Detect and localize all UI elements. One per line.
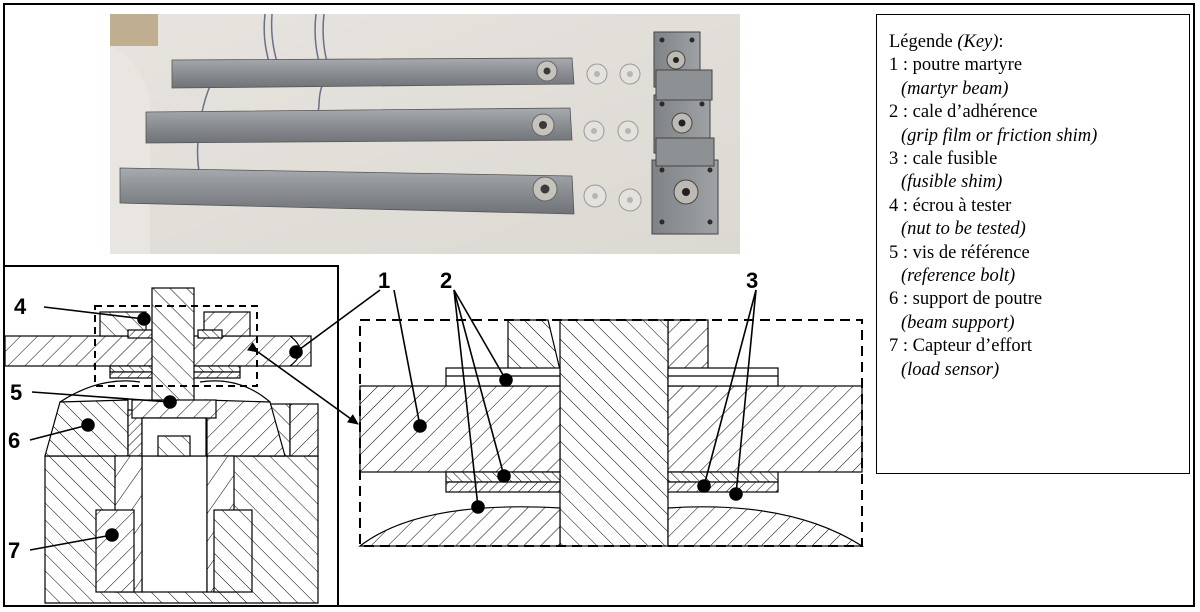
legend-title-en: (Key) — [957, 32, 999, 52]
callout-6: 6 — [8, 428, 20, 453]
legend-item-2-en: (grip film or friction shim) — [901, 125, 1098, 146]
detail-beam-left — [359, 385, 561, 473]
callout-3: 3 — [746, 268, 758, 293]
legend-item-5-fr: 5 : vis de référence — [889, 242, 1030, 263]
callout-7: 7 — [8, 538, 20, 563]
detail-grip-shim-right — [667, 471, 779, 483]
photo-beam-3 — [119, 167, 575, 215]
callout-4: 4 — [14, 294, 27, 319]
photo-box-corner — [110, 14, 158, 46]
legend-item-3-en: (fusible shim) — [901, 172, 1003, 193]
callout-2: 2 — [440, 268, 452, 293]
legend-item-6-en: (beam support) — [901, 312, 1015, 333]
callout-1: 1 — [378, 268, 390, 293]
specimen-photo — [110, 13, 740, 254]
detail-fusible-shim-left — [445, 481, 561, 493]
callout-5: 5 — [10, 380, 22, 405]
legend-item-4-fr: 4 : écrou à tester — [889, 195, 1012, 216]
load-sensor-left — [95, 509, 135, 593]
assembly-cross-section — [4, 265, 339, 606]
callout-leaders — [29, 289, 757, 551]
detail-view — [358, 319, 865, 547]
detail-fusible-shim-right — [667, 481, 779, 493]
legend-item-6-fr: 6 : support de poutre — [889, 289, 1043, 310]
legend-title-fr: Légende — [889, 32, 958, 52]
legend-item-3-fr: 3 : cale fusible — [889, 149, 998, 170]
legend-item-7-en: (load sensor) — [901, 359, 1000, 380]
legend-item-1-en: (martyr beam) — [901, 78, 1009, 99]
detail-frame — [359, 319, 863, 547]
legend-title-colon: : — [998, 32, 1004, 52]
photo-beam-2 — [145, 107, 573, 144]
photo-beam-1 — [171, 57, 575, 89]
figure-frame — [3, 3, 1195, 607]
legend-item-1-fr: 1 : poutre martyre — [889, 55, 1023, 76]
section-panel-border — [5, 265, 339, 606]
legend-title: Légende (Key): — [889, 31, 1177, 54]
legend-item-4-en: (nut to be tested) — [901, 219, 1026, 240]
legend-box: Légende (Key): 1 : poutre martyre (marty… — [876, 14, 1190, 474]
legend-item-2-fr: 2 : cale d’adhérence — [889, 102, 1038, 123]
zoom-region-box — [94, 305, 258, 387]
legend-item-7-fr: 7 : Capteur d’effort — [889, 336, 1032, 357]
reference-bolt-shank — [151, 287, 195, 409]
detail-bolt — [559, 319, 669, 547]
photo-support-blocks — [651, 31, 719, 235]
load-sensor-right — [213, 509, 253, 593]
legend-item-5-en: (reference bolt) — [901, 266, 1016, 287]
detail-beam-right — [667, 385, 863, 473]
